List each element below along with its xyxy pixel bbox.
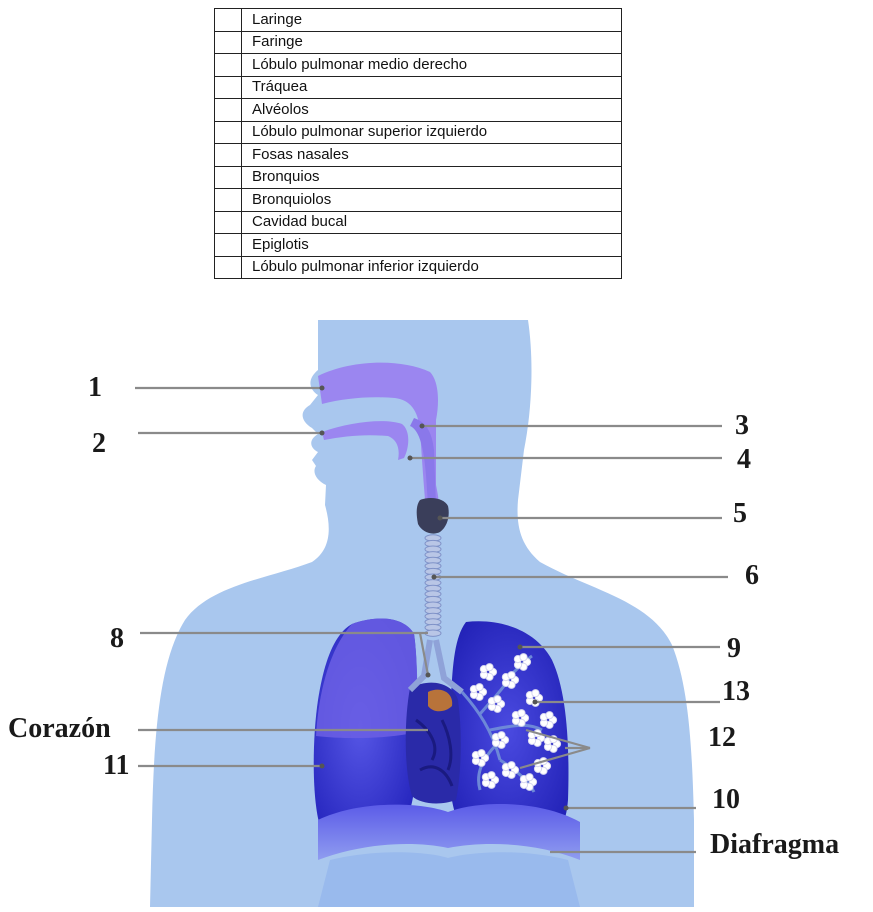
trachea (424, 534, 442, 637)
label-5: 5 (733, 498, 747, 529)
bronchi (407, 639, 464, 695)
label-1: 1 (88, 372, 102, 403)
legend-term: Bronquios (241, 165, 622, 189)
legend-term: Lóbulo pulmonar superior izquierdo (241, 120, 622, 144)
legend-row: Epiglotis (214, 233, 622, 257)
legend-term: Alvéolos (241, 98, 622, 122)
legend-row: Cavidad bucal (214, 210, 622, 234)
legend-row: Lóbulo pulmonar inferior izquierdo (214, 255, 622, 279)
legend-row: Lóbulo pulmonar medio derecho (214, 53, 622, 77)
alveolus (497, 731, 506, 740)
legend-term: Lóbulo pulmonar inferior izquierdo (241, 255, 622, 279)
legend-answer-cell[interactable] (214, 143, 242, 167)
leader-dots (319, 385, 569, 811)
diaphragm (318, 803, 580, 860)
legend-row: Fosas nasales (214, 143, 622, 167)
label-diafragma: Diafragma (710, 829, 840, 860)
respiratory-system-figure: 1 2 3 4 5 6 8 9 13 Corazón 12 11 10 Diaf… (0, 300, 873, 907)
legend-row: Bronquiolos (214, 188, 622, 212)
label-corazon: Corazón (8, 713, 111, 744)
legend-row: Laringe (214, 8, 622, 32)
legend-answer-cell[interactable] (214, 8, 242, 32)
alveolus (493, 695, 502, 704)
alveolus (525, 773, 534, 782)
heart-vessels (428, 689, 453, 712)
legend-row: Lóbulo pulmonar superior izquierdo (214, 120, 622, 144)
label-11: 11 (103, 750, 130, 781)
label-4: 4 (737, 444, 751, 475)
label-3: 3 (735, 410, 749, 441)
bronchioles (460, 654, 543, 793)
legend-answer-cell[interactable] (214, 98, 242, 122)
label-9: 9 (727, 633, 741, 664)
label-12: 12 (708, 722, 736, 753)
legend-term: Cavidad bucal (241, 210, 622, 234)
pharynx (410, 418, 436, 505)
alveolus (507, 761, 516, 770)
label-6: 6 (745, 560, 759, 591)
legend-answer-cell[interactable] (214, 120, 242, 144)
larynx (416, 498, 449, 534)
legend-term: Bronquiolos (241, 188, 622, 212)
alveolus (487, 771, 496, 780)
alveolus (485, 663, 494, 672)
alveolus (475, 683, 484, 692)
anatomy-illustration (135, 320, 728, 907)
alveolus (517, 709, 526, 718)
oral-cavity (322, 421, 409, 460)
legend-term: Faringe (241, 30, 622, 54)
legend-answer-cell[interactable] (214, 30, 242, 54)
legend-term: Epiglotis (241, 233, 622, 257)
alveolus (545, 711, 554, 720)
legend-term: Lóbulo pulmonar medio derecho (241, 53, 622, 77)
alveolus (477, 749, 486, 758)
legend-row: Faringe (214, 30, 622, 54)
legend-term: Fosas nasales (241, 143, 622, 167)
alveolus (519, 653, 528, 662)
legend-answer-cell[interactable] (214, 233, 242, 257)
label-10: 10 (712, 784, 740, 815)
legend-answer-cell[interactable] (214, 210, 242, 234)
legend-answer-cell[interactable] (214, 255, 242, 279)
label-13: 13 (722, 676, 750, 707)
legend-row: Tráquea (214, 75, 622, 99)
alveolus (507, 671, 516, 680)
legend-term: Laringe (241, 8, 622, 32)
right-lung-upper-lobe (316, 618, 418, 739)
legend-answer-cell[interactable] (214, 165, 242, 189)
label-2: 2 (92, 428, 106, 459)
leader-lines (135, 386, 728, 854)
legend-answer-cell[interactable] (214, 75, 242, 99)
legend-term: Tráquea (241, 75, 622, 99)
heart-vessels-2 (415, 718, 454, 787)
nasal-cavity (318, 362, 439, 510)
legend-answer-cell[interactable] (214, 188, 242, 212)
alveolus (531, 689, 540, 698)
label-8: 8 (110, 623, 124, 654)
legend-answer-cell[interactable] (214, 53, 242, 77)
abdomen-shadow (318, 852, 580, 907)
legend-row: Bronquios (214, 165, 622, 189)
legend-row: Alvéolos (214, 98, 622, 122)
